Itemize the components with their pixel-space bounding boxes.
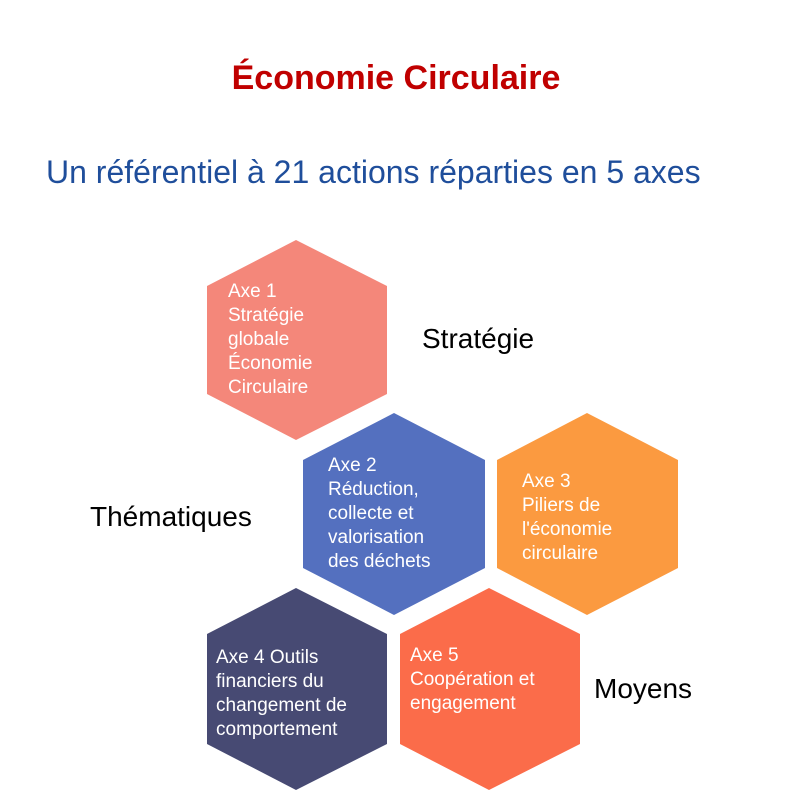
label-thematiques: Thématiques [90,501,252,532]
label-strategie: Stratégie [422,323,535,354]
axe-3-text: Axe 3 Piliers de l'économie circulaire [522,470,612,566]
axe-2-line: valorisation [328,527,425,548]
axe-3-line: l'économie [522,519,613,540]
axe-5-text: Axe 5 Coopération et engagement [410,644,535,716]
axe-5-line: Axe 5 [410,645,459,666]
axe-2-line: Réduction, [328,479,419,500]
page-subtitle: Un référentiel à 21 actions réparties en… [46,154,701,190]
axe-5-line: Coopération et [410,669,535,690]
page-title: Économie Circulaire [231,59,561,97]
axe-4-line: financiers du [216,671,324,692]
label-moyens: Moyens [594,673,693,704]
hexagon-axe-5 [400,588,580,790]
hexagon-axe-2 [303,413,485,615]
hexagon-axe-3 [497,413,678,615]
hexagon-axe-1 [207,240,387,440]
axe-4-line: changement de [216,695,347,716]
axe-3-line: Axe 3 [522,471,571,492]
axe-4-line: Axe 4 Outils [216,647,319,668]
axe-5-line: engagement [410,693,516,714]
axe-4-text: Axe 4 Outils financiers du changement de co… [216,646,347,742]
axe-2-line: Axe 2 [328,455,377,476]
axe-1-line: Axe 1 [228,281,277,302]
axe-2-line: collecte et [328,503,414,524]
axe-2-line: des déchets [328,551,431,572]
hexagon-axe-4 [207,588,387,790]
axe-1-line: Stratégie [228,305,305,326]
axe-4-line: comportement [216,719,338,740]
axe-1-line: globale [228,329,290,350]
axe-1-line: Économie [228,353,313,374]
axe-3-line: Piliers de [522,495,601,516]
axe-1-line: Circulaire [228,377,309,398]
axe-2-text: Axe 2 Réduction, collecte et valorisation de… [328,454,430,574]
axe-3-line: circulaire [522,543,599,564]
